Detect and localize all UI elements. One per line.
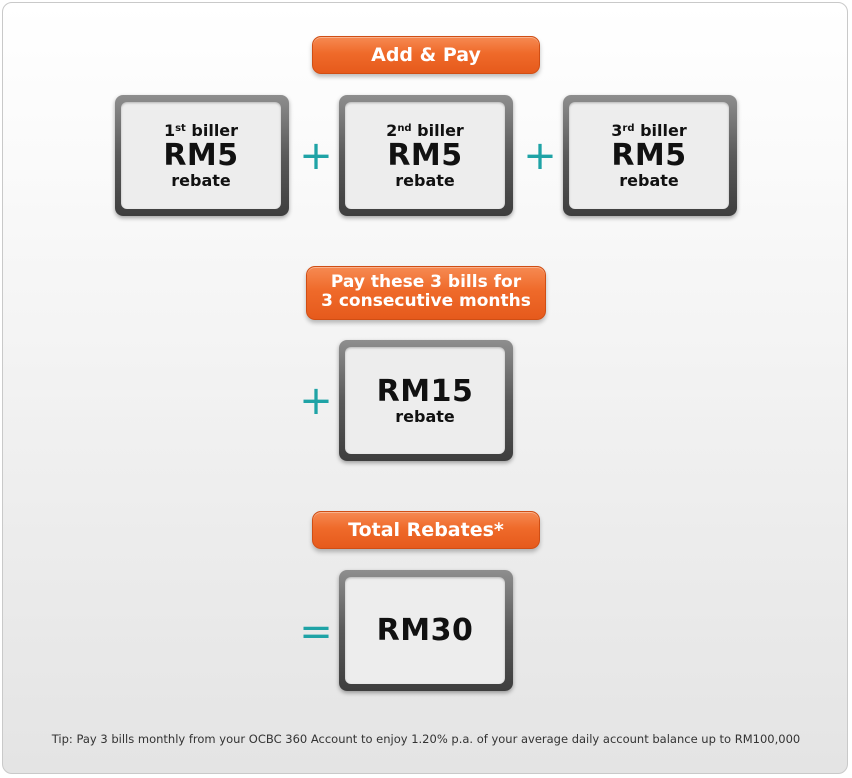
plus-icon: + xyxy=(299,378,333,424)
rebate-amount: RM5 xyxy=(611,137,687,173)
rebate-label: rebate xyxy=(171,170,231,190)
biller-card-3: 3rd biller RM5 rebate xyxy=(563,95,737,216)
biller-card-1: 1st biller RM5 rebate xyxy=(115,95,289,216)
biller-card-2: 2nd biller RM5 rebate xyxy=(339,95,513,216)
rebate-label: rebate xyxy=(395,406,455,426)
rebate-label: rebate xyxy=(619,170,679,190)
total-amount: RM30 xyxy=(376,612,474,648)
tip-text: Tip: Pay 3 bills monthly from your OCBC … xyxy=(51,732,801,746)
rebate-amount: RM5 xyxy=(387,137,463,173)
rebate-label: rebate xyxy=(395,170,455,190)
biller-label: 2nd biller xyxy=(386,120,464,140)
consecutive-months-heading: Pay these 3 bills for 3 consecutive mont… xyxy=(306,266,546,320)
plus-icon: + xyxy=(299,133,333,179)
bonus-amount: RM15 xyxy=(376,373,474,409)
biller-label: 1st biller xyxy=(163,120,239,140)
equals-icon: = xyxy=(299,609,333,655)
rebate-amount: RM5 xyxy=(163,137,239,173)
heading-line-2: 3 consecutive months xyxy=(321,291,531,311)
total-rebates-heading: Total Rebates* xyxy=(312,511,540,549)
biller-label: 3rd biller xyxy=(611,120,687,140)
total-rebate-card: RM30 xyxy=(339,570,513,691)
heading-line-1: Pay these 3 bills for xyxy=(330,272,522,292)
plus-icon: + xyxy=(523,133,557,179)
bonus-rebate-card: RM15 rebate xyxy=(339,340,513,461)
add-pay-heading: Add & Pay xyxy=(312,36,540,74)
